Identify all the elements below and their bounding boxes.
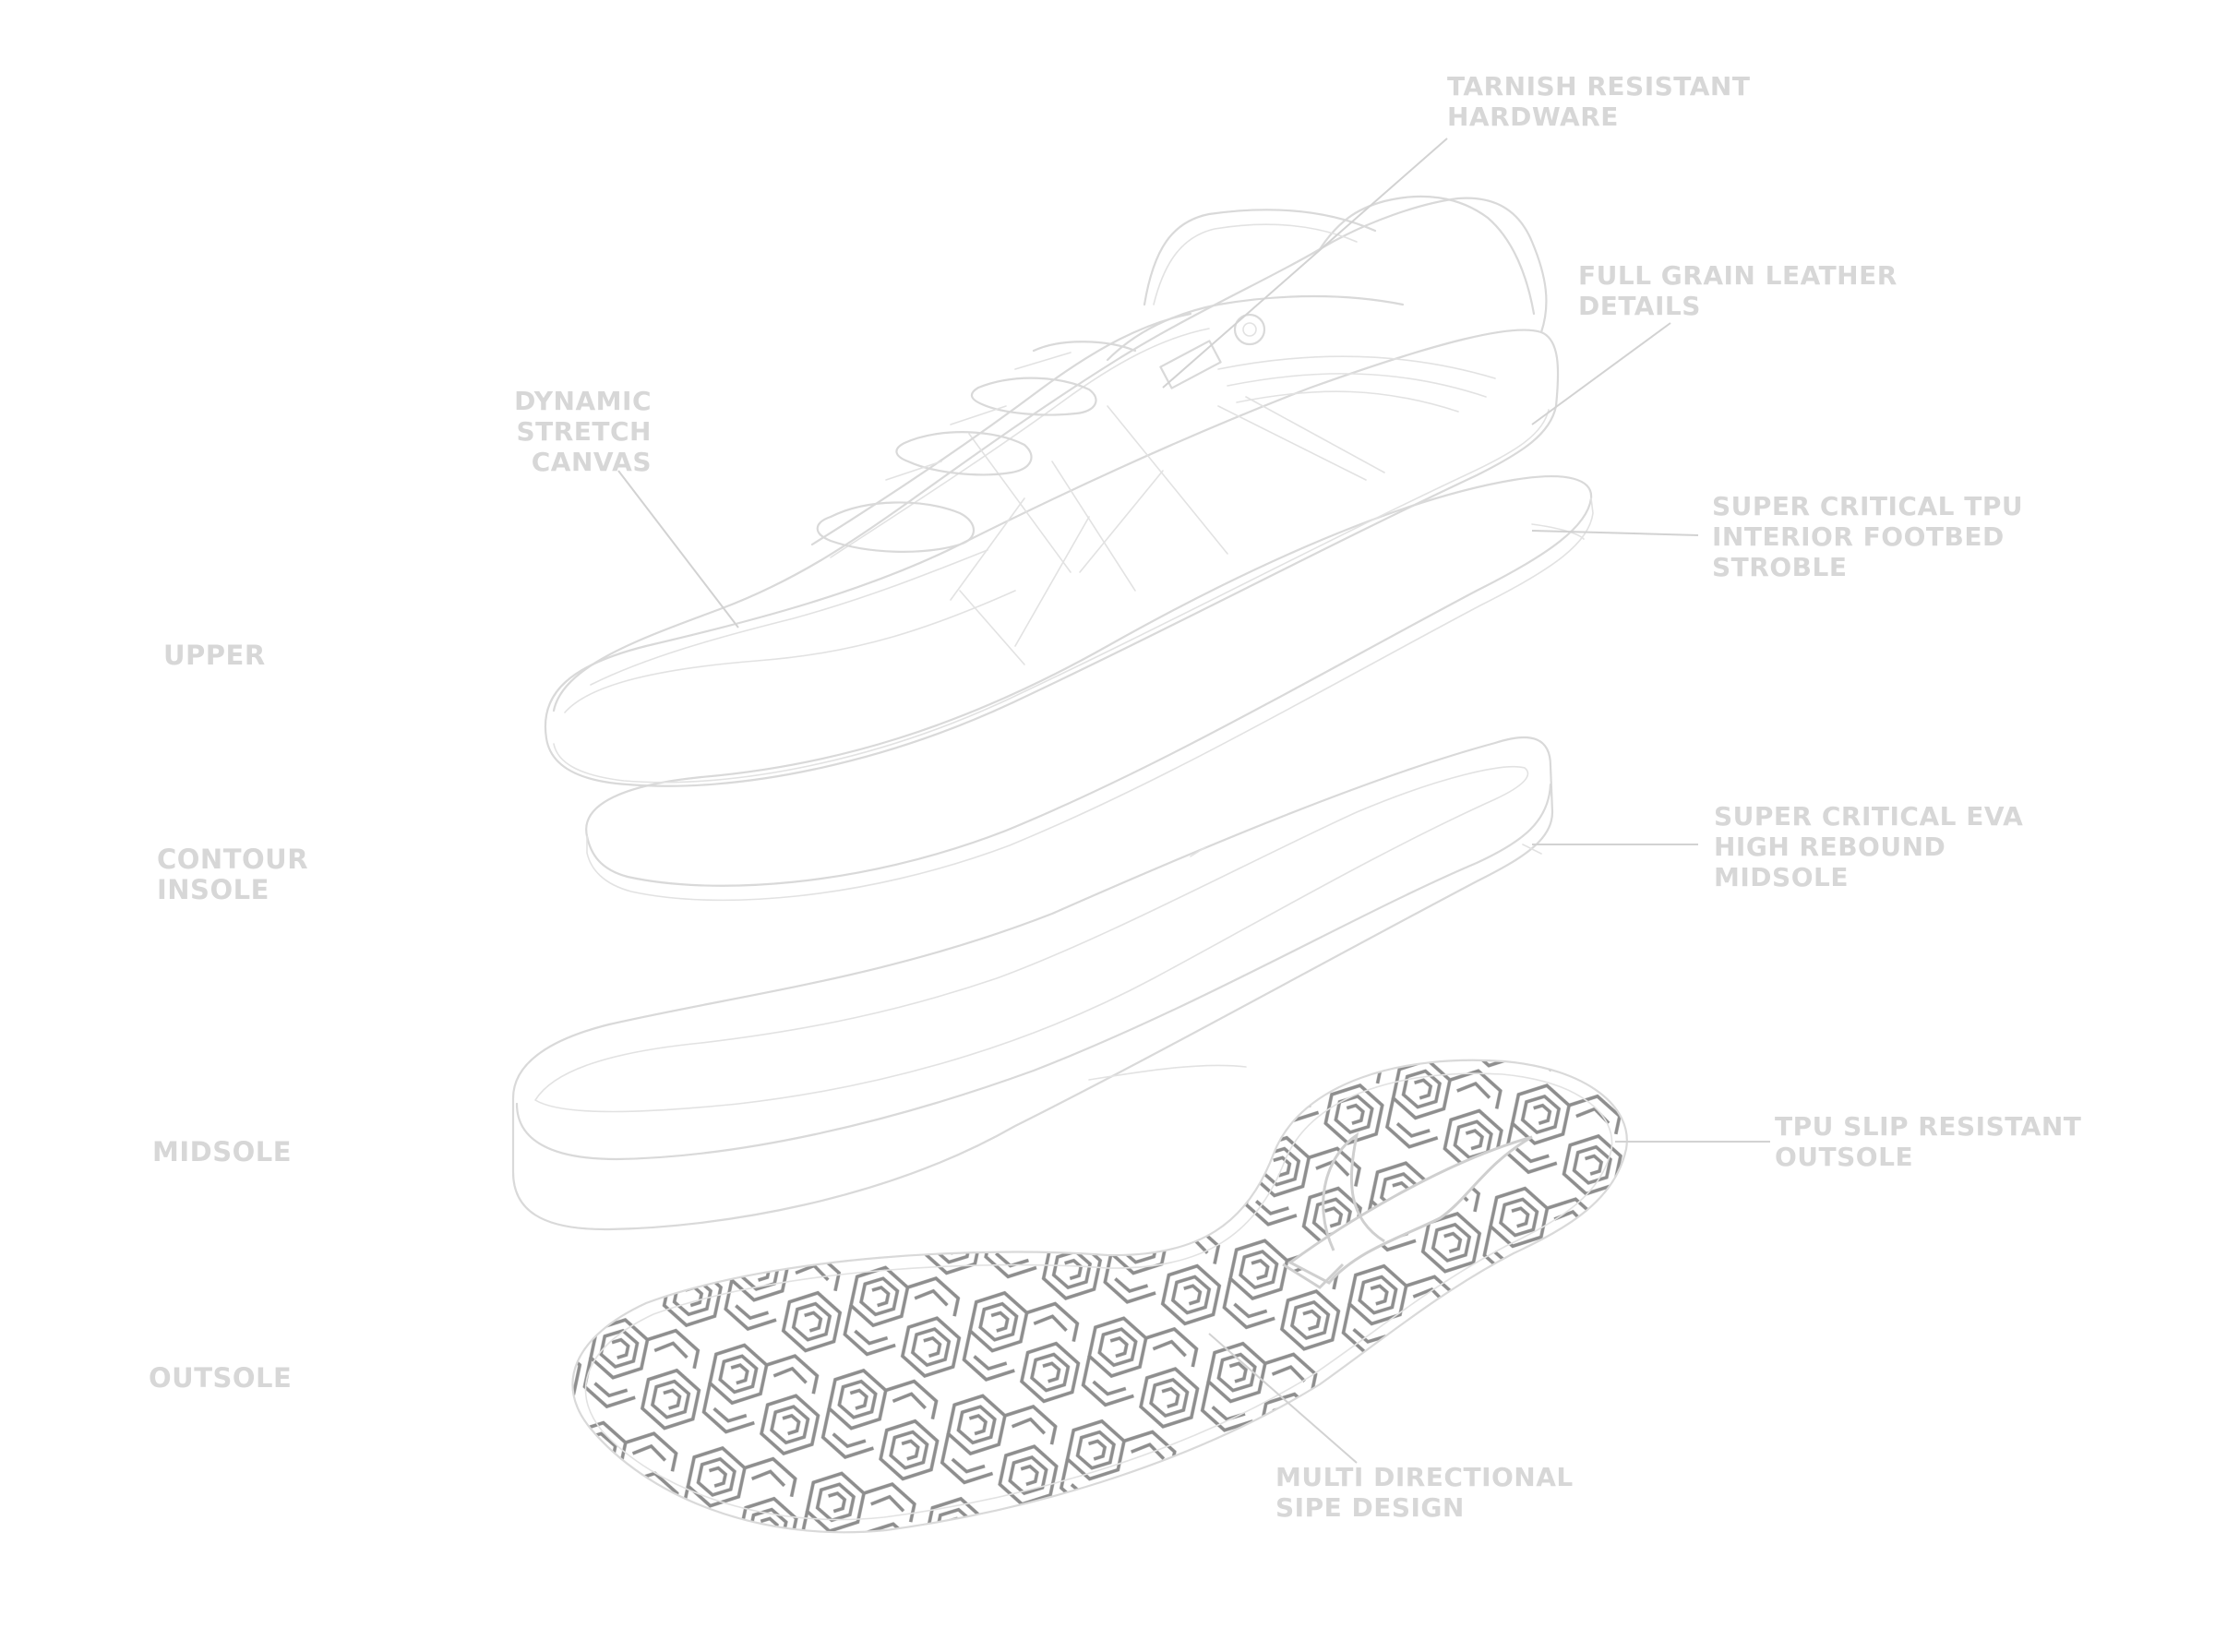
layer-label-midsole: MIDSOLE [152,1136,293,1167]
leader-lines [617,138,1770,1464]
midsole-drawing [511,736,1554,1231]
sole-logo-mark [1282,1131,1533,1289]
layer-label-upper: UPPER [163,640,266,671]
layer-label-outsole: OUTSOLE [149,1362,293,1394]
upper-drawing [544,195,1560,787]
insole-drawing [585,474,1594,902]
